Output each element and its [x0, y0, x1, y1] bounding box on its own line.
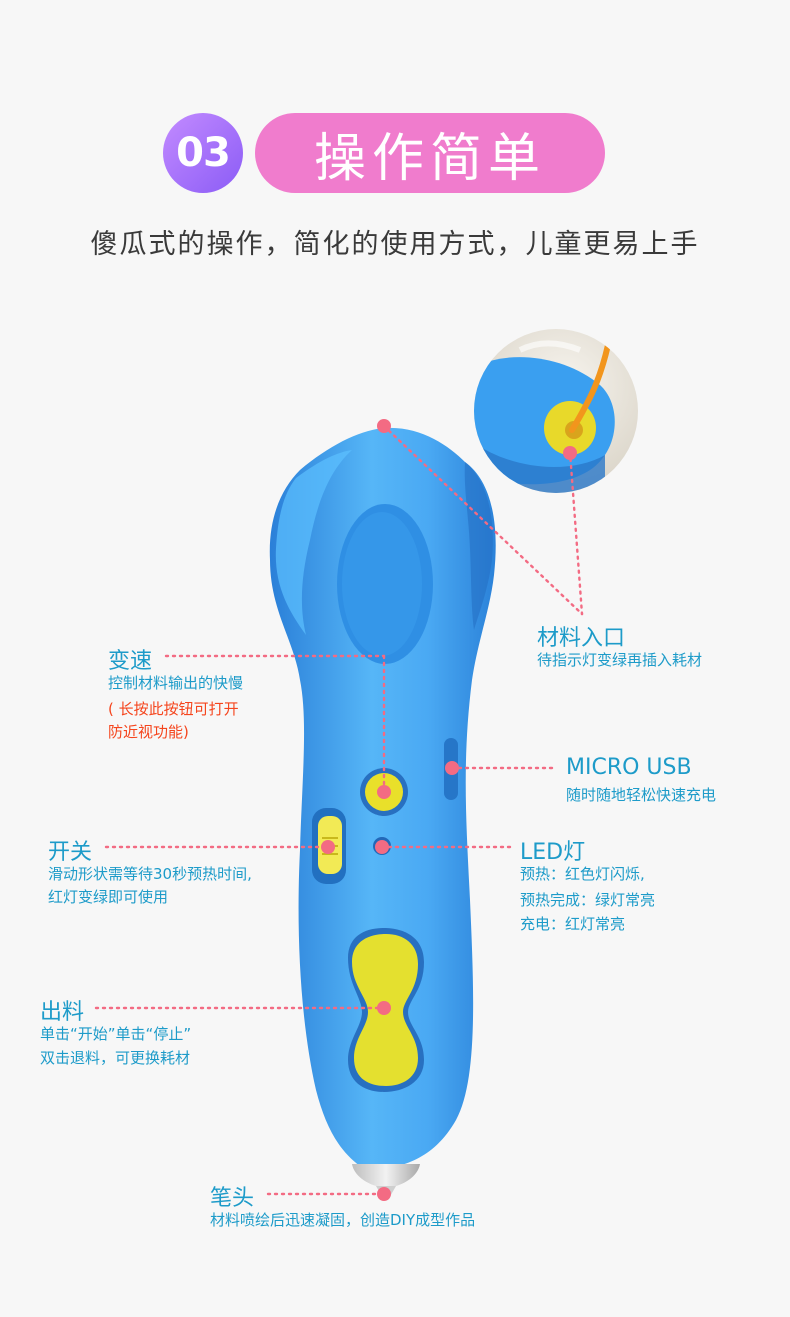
- marker-micro-usb: [445, 761, 459, 775]
- output-desc-line2: 双击退料，可更换耗材: [40, 1049, 191, 1067]
- callout-markers: [321, 419, 577, 1201]
- micro-usb-title: MICRO USB: [566, 755, 692, 780]
- marker-switch: [321, 840, 335, 854]
- section-title: 操作简单: [255, 113, 605, 193]
- marker-material-inlet: [377, 419, 391, 433]
- material-inlet-title: 材料入口: [537, 626, 626, 651]
- section-subtitle: 傻瓜式的操作，简化的使用方式，儿童更易上手: [90, 229, 700, 260]
- led-line3: 充电：红灯常亮: [520, 915, 626, 933]
- marker-inset-inlet: [563, 446, 577, 460]
- switch-desc-line2: 红灯变绿即可使用: [48, 888, 169, 906]
- 3d-pen-illustration: [269, 427, 496, 1200]
- micro-usb-desc: 随时随地轻松快速充电: [566, 786, 717, 804]
- switch-desc-line1: 滑动形状需等待30秒预热时间,: [48, 865, 252, 883]
- switch-title: 开关: [48, 840, 93, 865]
- marker-nib: [377, 1187, 391, 1201]
- marker-led: [375, 840, 389, 854]
- nib-desc: 材料喷绘后迅速凝固，创造DIY成型作品: [210, 1211, 476, 1229]
- callout-lines: [94, 424, 584, 1196]
- led-line2: 预热完成：绿灯常亮: [520, 891, 656, 909]
- nib-title: 笔头: [210, 1186, 255, 1211]
- speed-title: 变速: [108, 649, 153, 674]
- speed-note-line2: 防近视功能): [108, 723, 189, 741]
- speed-note-line1: ( 长按此按钮可打开: [108, 700, 239, 718]
- material-inlet-closeup: [474, 329, 638, 493]
- led-line1: 预热：红色灯闪烁,: [520, 865, 645, 883]
- speed-desc: 控制材料输出的快慢: [108, 674, 244, 692]
- material-inlet-desc: 待指示灯变绿再插入耗材: [537, 651, 703, 669]
- step-number-badge: 03: [163, 113, 243, 193]
- led-title: LED灯: [520, 840, 586, 865]
- marker-output: [377, 1001, 391, 1015]
- output-desc-line1: 单击“开始”单击“停止”: [40, 1025, 192, 1043]
- output-title: 出料: [40, 1000, 85, 1025]
- marker-speed: [377, 785, 391, 799]
